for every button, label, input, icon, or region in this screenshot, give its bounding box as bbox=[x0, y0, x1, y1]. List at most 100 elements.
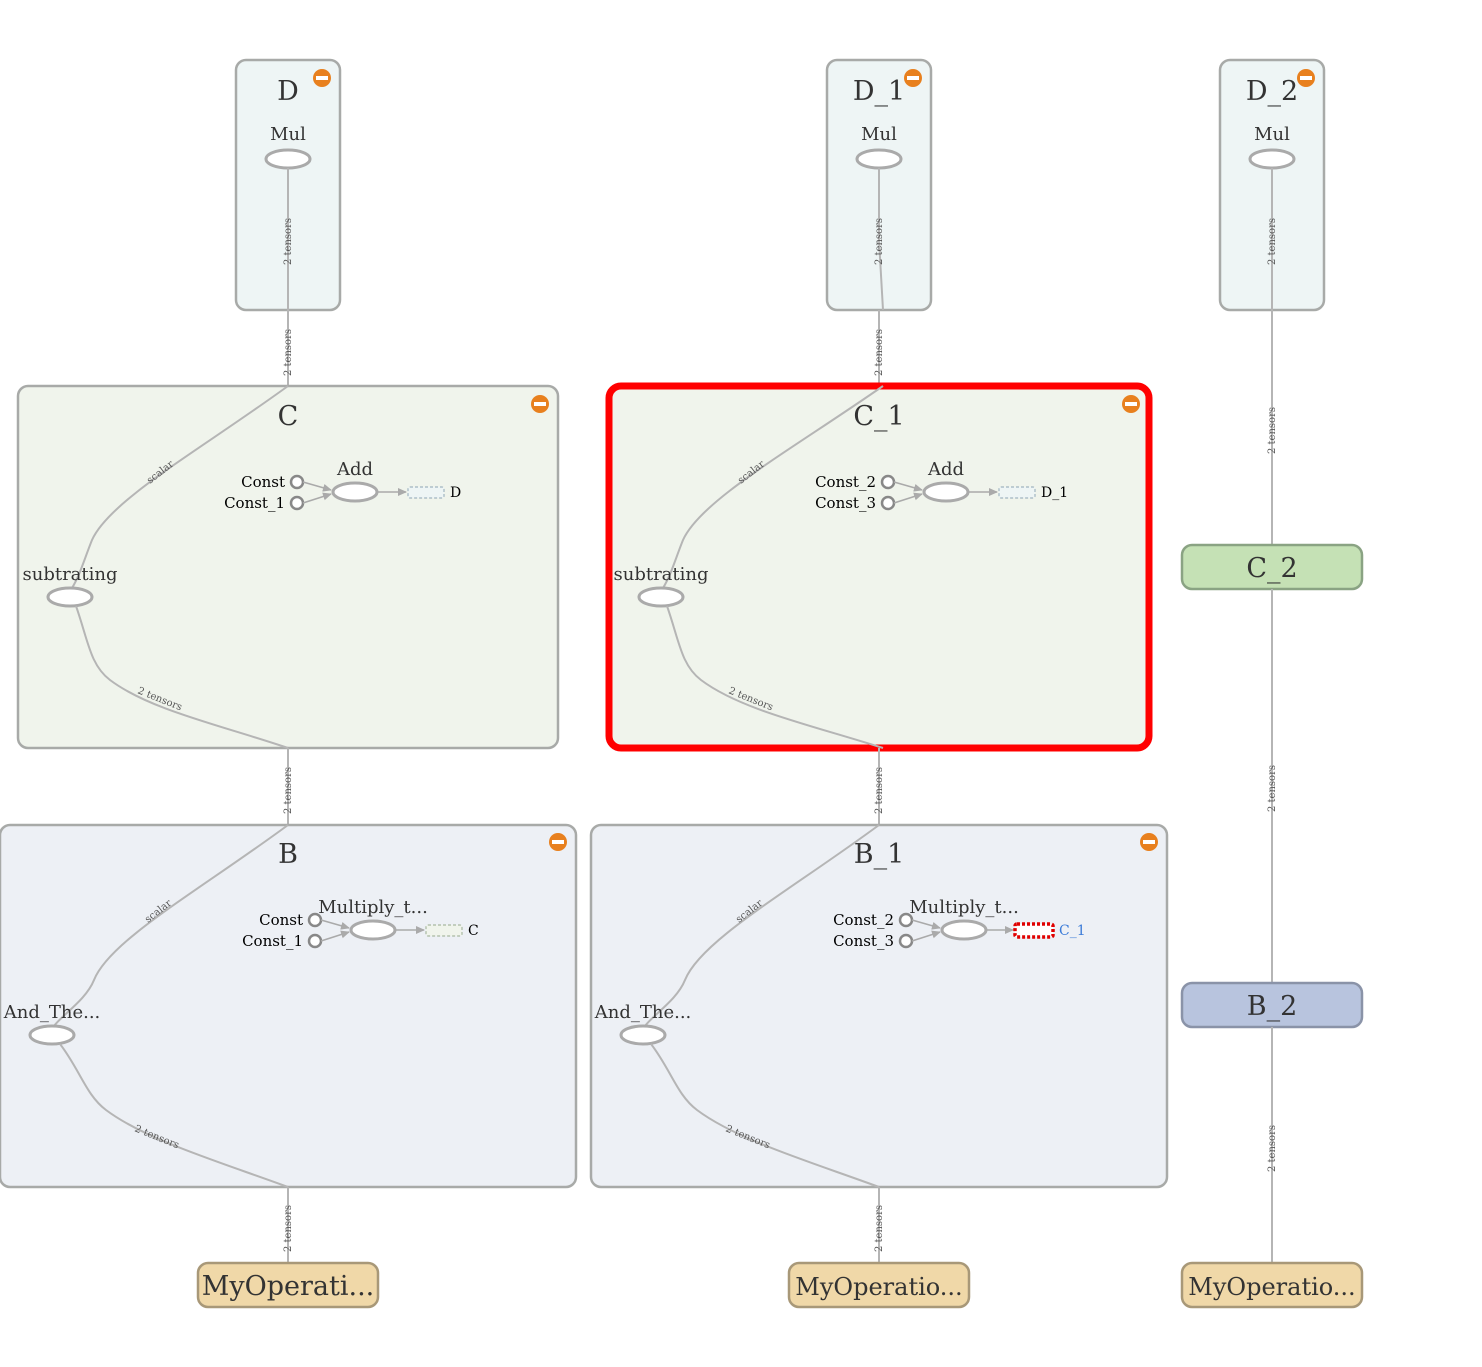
edge-label: 2 tensors bbox=[874, 329, 885, 376]
op-subtrating[interactable] bbox=[46, 586, 94, 608]
const-a[interactable] bbox=[898, 912, 914, 928]
group-b-title: B bbox=[278, 839, 298, 870]
op-subtrating[interactable] bbox=[637, 586, 685, 608]
arrowhead-icon bbox=[320, 930, 350, 942]
arrowhead-icon bbox=[911, 930, 941, 942]
const-b[interactable] bbox=[307, 933, 323, 949]
ref-label: D_1 bbox=[1041, 485, 1068, 501]
group-d2-title: D_2 bbox=[1246, 76, 1298, 107]
arrowhead-icon bbox=[893, 481, 923, 492]
const-b-label: Const_3 bbox=[833, 932, 894, 950]
op-subtrating-label: subtrating bbox=[22, 564, 117, 585]
group-b1-title: B_1 bbox=[854, 839, 905, 870]
edge-label: 2 tensors bbox=[1267, 1125, 1278, 1172]
node-c2[interactable]: C_2 bbox=[1180, 543, 1364, 591]
edge-label: 2 tensors bbox=[283, 1205, 294, 1252]
op-add[interactable] bbox=[922, 481, 970, 503]
op-multiply[interactable] bbox=[349, 919, 397, 941]
const-a[interactable] bbox=[307, 912, 323, 928]
op-mul-label: Mul bbox=[861, 124, 897, 145]
op-andthe[interactable] bbox=[619, 1024, 667, 1046]
column-1: D Mul 2 tensors 2 tensors C scalar subtr… bbox=[0, 58, 578, 1309]
edge-out-andthe bbox=[59, 1043, 289, 1188]
group-d1[interactable]: D_1 Mul 2 tensors bbox=[825, 58, 933, 312]
arrowhead-icon bbox=[893, 492, 923, 504]
op-andthe-label: And_The... bbox=[594, 1002, 692, 1023]
op-add-label: Add bbox=[927, 459, 964, 480]
node-myoperation-label: MyOperati... bbox=[202, 1271, 375, 1302]
group-d-title: D bbox=[277, 76, 299, 107]
edge-label: 2 tensors bbox=[283, 329, 294, 376]
const-b[interactable] bbox=[880, 495, 896, 511]
group-c-title: C bbox=[278, 401, 299, 432]
edge-in-subtrating bbox=[662, 385, 884, 589]
arrowhead-icon bbox=[320, 919, 350, 930]
edge-label: 2 tensors bbox=[1267, 407, 1278, 454]
collapse-icon[interactable] bbox=[531, 395, 549, 413]
arrowhead-icon bbox=[302, 481, 332, 492]
edge-out-andthe bbox=[650, 1043, 880, 1188]
const-b[interactable] bbox=[898, 933, 914, 949]
edge-label: 2 tensors bbox=[874, 218, 885, 265]
node-b2-label: B_2 bbox=[1247, 991, 1298, 1022]
ref-node-c[interactable] bbox=[425, 924, 463, 937]
node-myoperation-label: MyOperatio... bbox=[795, 1273, 962, 1301]
arrowhead-icon bbox=[302, 492, 332, 504]
edge-out-subtrating bbox=[75, 605, 289, 749]
node-b2[interactable]: B_2 bbox=[1180, 981, 1364, 1029]
op-multiply-label: Multiply_t... bbox=[318, 897, 428, 918]
edge-label: 2 tensors bbox=[283, 767, 294, 814]
const-b[interactable] bbox=[289, 495, 305, 511]
edge-in-subtrating bbox=[71, 385, 289, 589]
const-b-label: Const_3 bbox=[815, 494, 876, 512]
group-d2[interactable]: D_2 Mul 2 tensors bbox=[1218, 58, 1326, 312]
const-a[interactable] bbox=[880, 474, 896, 490]
op-andthe-label: And_The... bbox=[3, 1002, 101, 1023]
node-myoperation[interactable]: MyOperati... bbox=[196, 1261, 380, 1309]
const-a-label: Const bbox=[241, 473, 285, 491]
collapse-icon[interactable] bbox=[904, 69, 922, 87]
ref-node-d[interactable] bbox=[407, 486, 445, 499]
group-d[interactable]: D Mul 2 tensors bbox=[234, 58, 342, 312]
collapse-icon[interactable] bbox=[1122, 395, 1140, 413]
ref-label: C bbox=[468, 923, 479, 939]
group-b[interactable]: B scalar And_The... 2 tensors Multiply_t… bbox=[0, 823, 578, 1189]
node-myoperation-label: MyOperatio... bbox=[1188, 1273, 1355, 1301]
op-subtrating-label: subtrating bbox=[613, 564, 708, 585]
group-c[interactable]: C scalar subtrating 2 tensors Add Const … bbox=[16, 384, 560, 750]
group-b1[interactable]: B_1 scalar And_The... 2 tensors Multiply… bbox=[589, 823, 1169, 1189]
op-mul[interactable] bbox=[264, 148, 312, 170]
collapse-icon[interactable] bbox=[549, 833, 567, 851]
edge-label: 2 tensors bbox=[874, 767, 885, 814]
op-multiply-label: Multiply_t... bbox=[909, 897, 1019, 918]
edge-mul-out bbox=[878, 168, 884, 311]
collapse-icon[interactable] bbox=[313, 69, 331, 87]
collapse-icon[interactable] bbox=[1297, 69, 1315, 87]
op-mul[interactable] bbox=[855, 148, 903, 170]
column-2: D_1 Mul 2 tensors 2 tensors C_1 scalar s… bbox=[589, 58, 1169, 1309]
const-a-label: Const bbox=[259, 911, 303, 929]
edge-label: 2 tensors bbox=[283, 218, 294, 265]
node-myoperation[interactable]: MyOperatio... bbox=[787, 1261, 971, 1309]
const-a[interactable] bbox=[289, 474, 305, 490]
edge-in-andthe bbox=[53, 824, 289, 1027]
edge-label: 2 tensors bbox=[874, 1205, 885, 1252]
arrowhead-icon bbox=[911, 919, 941, 930]
ref-node-c1-selected[interactable] bbox=[1013, 922, 1055, 939]
op-multiply[interactable] bbox=[940, 919, 988, 941]
edge-label: 2 tensors bbox=[1267, 765, 1278, 812]
collapse-icon[interactable] bbox=[1140, 833, 1158, 851]
const-b-label: Const_1 bbox=[242, 932, 303, 950]
group-c1[interactable]: C_1 scalar subtrating 2 tensors Add Cons… bbox=[605, 382, 1153, 752]
edge-label: 2 tensors bbox=[1267, 218, 1278, 265]
op-add-label: Add bbox=[336, 459, 373, 480]
op-add[interactable] bbox=[331, 481, 379, 503]
op-mul-label: Mul bbox=[1254, 124, 1290, 145]
node-myoperation[interactable]: MyOperatio... bbox=[1180, 1261, 1364, 1309]
node-c2-label: C_2 bbox=[1246, 553, 1297, 584]
ref-node-d1[interactable] bbox=[998, 486, 1036, 499]
const-a-label: Const_2 bbox=[815, 473, 876, 491]
op-andthe[interactable] bbox=[28, 1024, 76, 1046]
op-mul[interactable] bbox=[1248, 148, 1296, 170]
